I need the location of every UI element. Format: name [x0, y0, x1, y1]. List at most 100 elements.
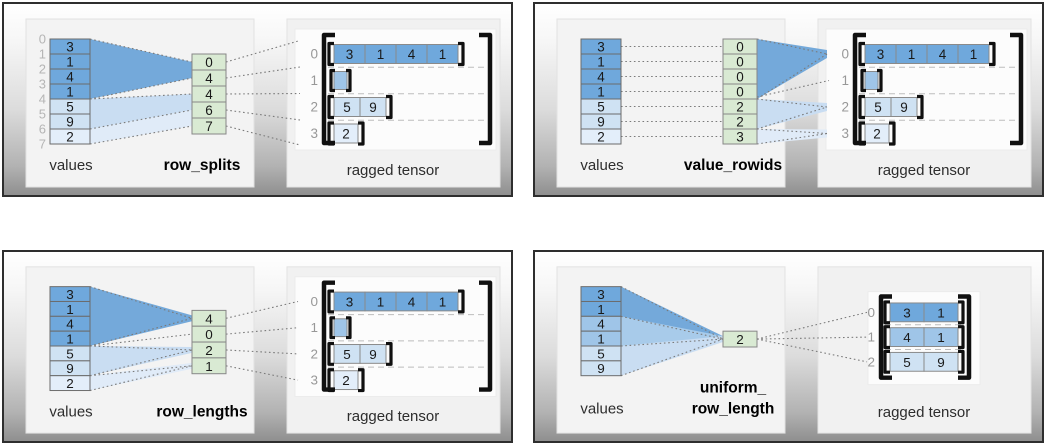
tensor-row-index: 1	[841, 73, 849, 88]
bracket	[883, 325, 890, 350]
tensor-cell-label: 2	[342, 373, 350, 388]
tensor-cell-label: 9	[369, 347, 377, 362]
dotted-connector	[756, 79, 830, 98]
param-cell-label: 0	[736, 40, 744, 55]
value-cell-label: 1	[66, 55, 74, 70]
bracket	[358, 121, 365, 146]
param-cell	[722, 128, 758, 145]
value-index-label: 2	[39, 62, 46, 77]
value-index-label: 4	[39, 92, 46, 107]
tensor-cell-label: 4	[408, 295, 416, 310]
dotted-connector	[89, 349, 193, 377]
mapping-fan	[757, 39, 827, 99]
value-cell-label: 2	[66, 130, 74, 145]
bracket	[889, 121, 896, 146]
value-cell-label: 5	[597, 100, 605, 115]
param-cell-label: 0	[205, 55, 213, 70]
value-cell-label: 1	[66, 302, 74, 317]
column-label: values	[580, 400, 623, 417]
column-label: values	[49, 403, 92, 420]
mapping-fan	[621, 286, 723, 343]
tensor-row-index: 0	[310, 294, 318, 309]
column-label: values	[580, 157, 623, 174]
tensor-row-index: 0	[310, 47, 318, 62]
dotted-connector	[756, 53, 828, 100]
tensor-cell	[333, 123, 359, 144]
value-cell-label: 9	[597, 361, 605, 376]
bracket	[958, 325, 965, 350]
param-label: row_length	[692, 400, 775, 417]
value-cell-label: 9	[66, 115, 74, 130]
dotted-connector	[756, 336, 868, 340]
bracket	[346, 316, 352, 340]
tensor-cell-label: 1	[908, 47, 916, 62]
dotted-connector	[225, 327, 299, 335]
bracket	[860, 68, 866, 93]
dotted-connector	[756, 106, 828, 130]
bracket	[852, 32, 866, 146]
value-cell-label: 3	[66, 287, 74, 302]
tensor-cell-label: 4	[408, 47, 416, 62]
mapping-fan	[90, 286, 192, 347]
bracket	[917, 94, 924, 120]
value-cell-label: 4	[66, 70, 74, 85]
tensor-cell-label: 3	[346, 295, 354, 310]
value-cell-label: 1	[597, 55, 605, 70]
value-cell-label: 4	[597, 317, 605, 332]
tensor-cell-label: 3	[903, 305, 911, 320]
value-cell	[580, 360, 622, 377]
dotted-connector	[756, 132, 828, 145]
tensor-row-index: 1	[310, 73, 318, 88]
tensor-row-index: 1	[867, 330, 875, 345]
value-index-label: 3	[39, 77, 46, 92]
tensor-cell-label: 5	[343, 100, 351, 115]
value-index-label: 6	[39, 122, 46, 137]
value-cell-label: 5	[66, 346, 74, 361]
tensor-cell-label: 5	[903, 355, 911, 370]
tensor-row-index: 3	[841, 126, 849, 141]
value-cell-label: 1	[66, 332, 74, 347]
bracket	[958, 349, 965, 374]
dotted-connector	[225, 365, 299, 381]
bracket	[958, 300, 965, 325]
column-label: values	[49, 157, 92, 174]
bracket	[878, 294, 892, 380]
param-cell-label: 4	[205, 71, 213, 86]
mapping-fan	[90, 362, 192, 391]
value-cell-label: 5	[66, 100, 74, 115]
tensor-cell	[426, 44, 459, 64]
value-cell-label: 1	[597, 85, 605, 100]
tensor-row-index: 2	[310, 346, 318, 361]
param-label: row_lengths	[156, 403, 247, 420]
bracket	[358, 368, 365, 393]
mapping-fan	[90, 94, 192, 129]
tensor-row-index: 2	[310, 100, 318, 115]
param-cell-label: 7	[205, 119, 213, 134]
bracket	[989, 41, 996, 67]
tensor-row-index: 2	[841, 100, 849, 115]
tensor-cell-label: 5	[343, 347, 351, 362]
dotted-connector	[620, 315, 724, 340]
param-cell-label: 0	[736, 55, 744, 70]
tensor-cell	[333, 370, 359, 391]
value-cell-label: 3	[66, 40, 74, 55]
tensor-cell	[923, 302, 959, 323]
column-label: ragged tensor	[878, 404, 971, 421]
param-cell-label: 6	[205, 103, 213, 118]
param-cell	[191, 117, 227, 135]
empty-row-marker	[864, 71, 879, 90]
tensor-cell	[923, 327, 959, 347]
bracket	[386, 341, 393, 366]
tensor-cell	[426, 291, 459, 312]
tensor-cell-label: 1	[937, 330, 945, 345]
value-cell	[580, 128, 622, 145]
